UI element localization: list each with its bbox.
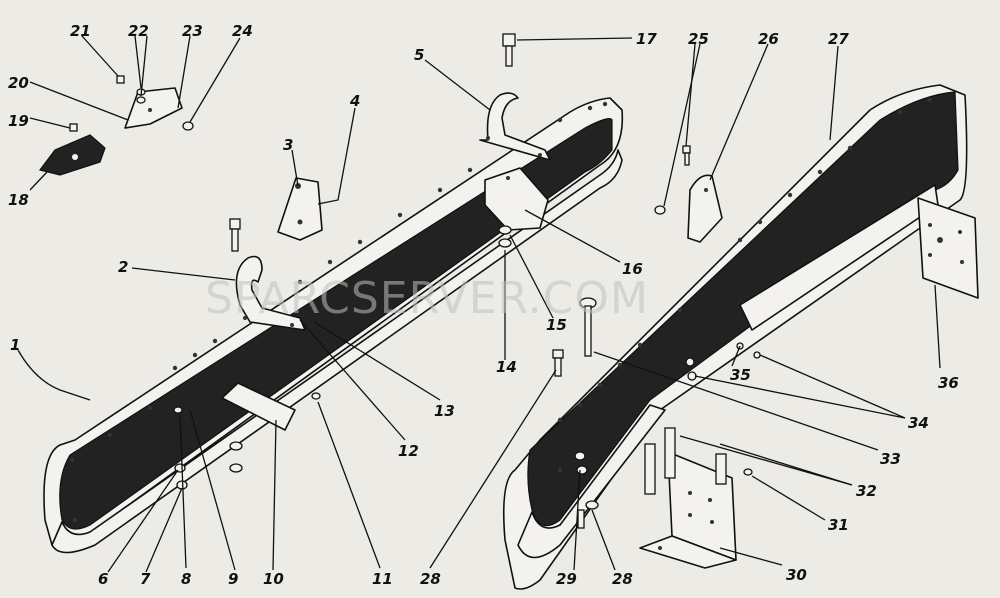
label-29: 29 [556,570,577,588]
label-7: 7 [140,570,151,588]
towing-hook-5 [479,92,551,161]
label-15: 15 [546,316,567,334]
front-beam-holes [69,101,608,523]
label-9: 9 [228,570,238,588]
rear-bumper-beam [502,84,968,590]
bracket-3-4 [277,177,323,241]
clip-18-19 [38,134,106,176]
label-11: 11 [372,570,393,588]
label-27: 27 [828,30,849,48]
label-35: 35 [730,366,751,384]
label-23: 23 [182,22,203,40]
label-18: 18 [8,191,29,209]
label-14: 14 [496,358,517,376]
label-10: 10 [263,570,284,588]
front-bumper-beam [43,97,624,554]
label-17: 17 [636,30,657,48]
label-24: 24 [232,22,253,40]
label-21: 21 [70,22,91,40]
label-28a: 28 [420,570,441,588]
bracket-10 [221,382,296,431]
label-30: 30 [786,566,807,584]
part-labels: 1 2 3 4 5 6 7 8 9 10 11 12 13 14 15 16 1… [8,22,959,588]
label-1: 1 [10,336,20,354]
fasteners [69,33,761,529]
label-28b: 28 [612,570,633,588]
label-6: 6 [98,570,108,588]
leader-lines [17,35,941,573]
label-32: 32 [856,482,877,500]
bracket-26 [687,174,723,243]
label-22: 22 [128,22,149,40]
watermark-text: SPARCSERVER.COM [205,273,649,324]
mounting-plate-36 [917,197,979,299]
label-19: 19 [8,112,29,130]
label-33: 33 [880,450,901,468]
label-36: 36 [938,374,959,392]
label-20: 20 [8,74,29,92]
label-25: 25 [688,30,709,48]
label-13: 13 [434,402,455,420]
label-12: 12 [398,442,419,460]
label-8: 8 [181,570,191,588]
label-5: 5 [414,46,424,64]
label-34: 34 [908,414,929,432]
label-16: 16 [622,260,643,278]
towing-hook-2 [235,255,306,331]
label-26: 26 [758,30,779,48]
label-31: 31 [828,516,849,534]
label-4: 4 [349,92,360,110]
clip-20-23 [124,87,183,129]
label-2: 2 [118,258,128,276]
label-3: 3 [283,136,293,154]
